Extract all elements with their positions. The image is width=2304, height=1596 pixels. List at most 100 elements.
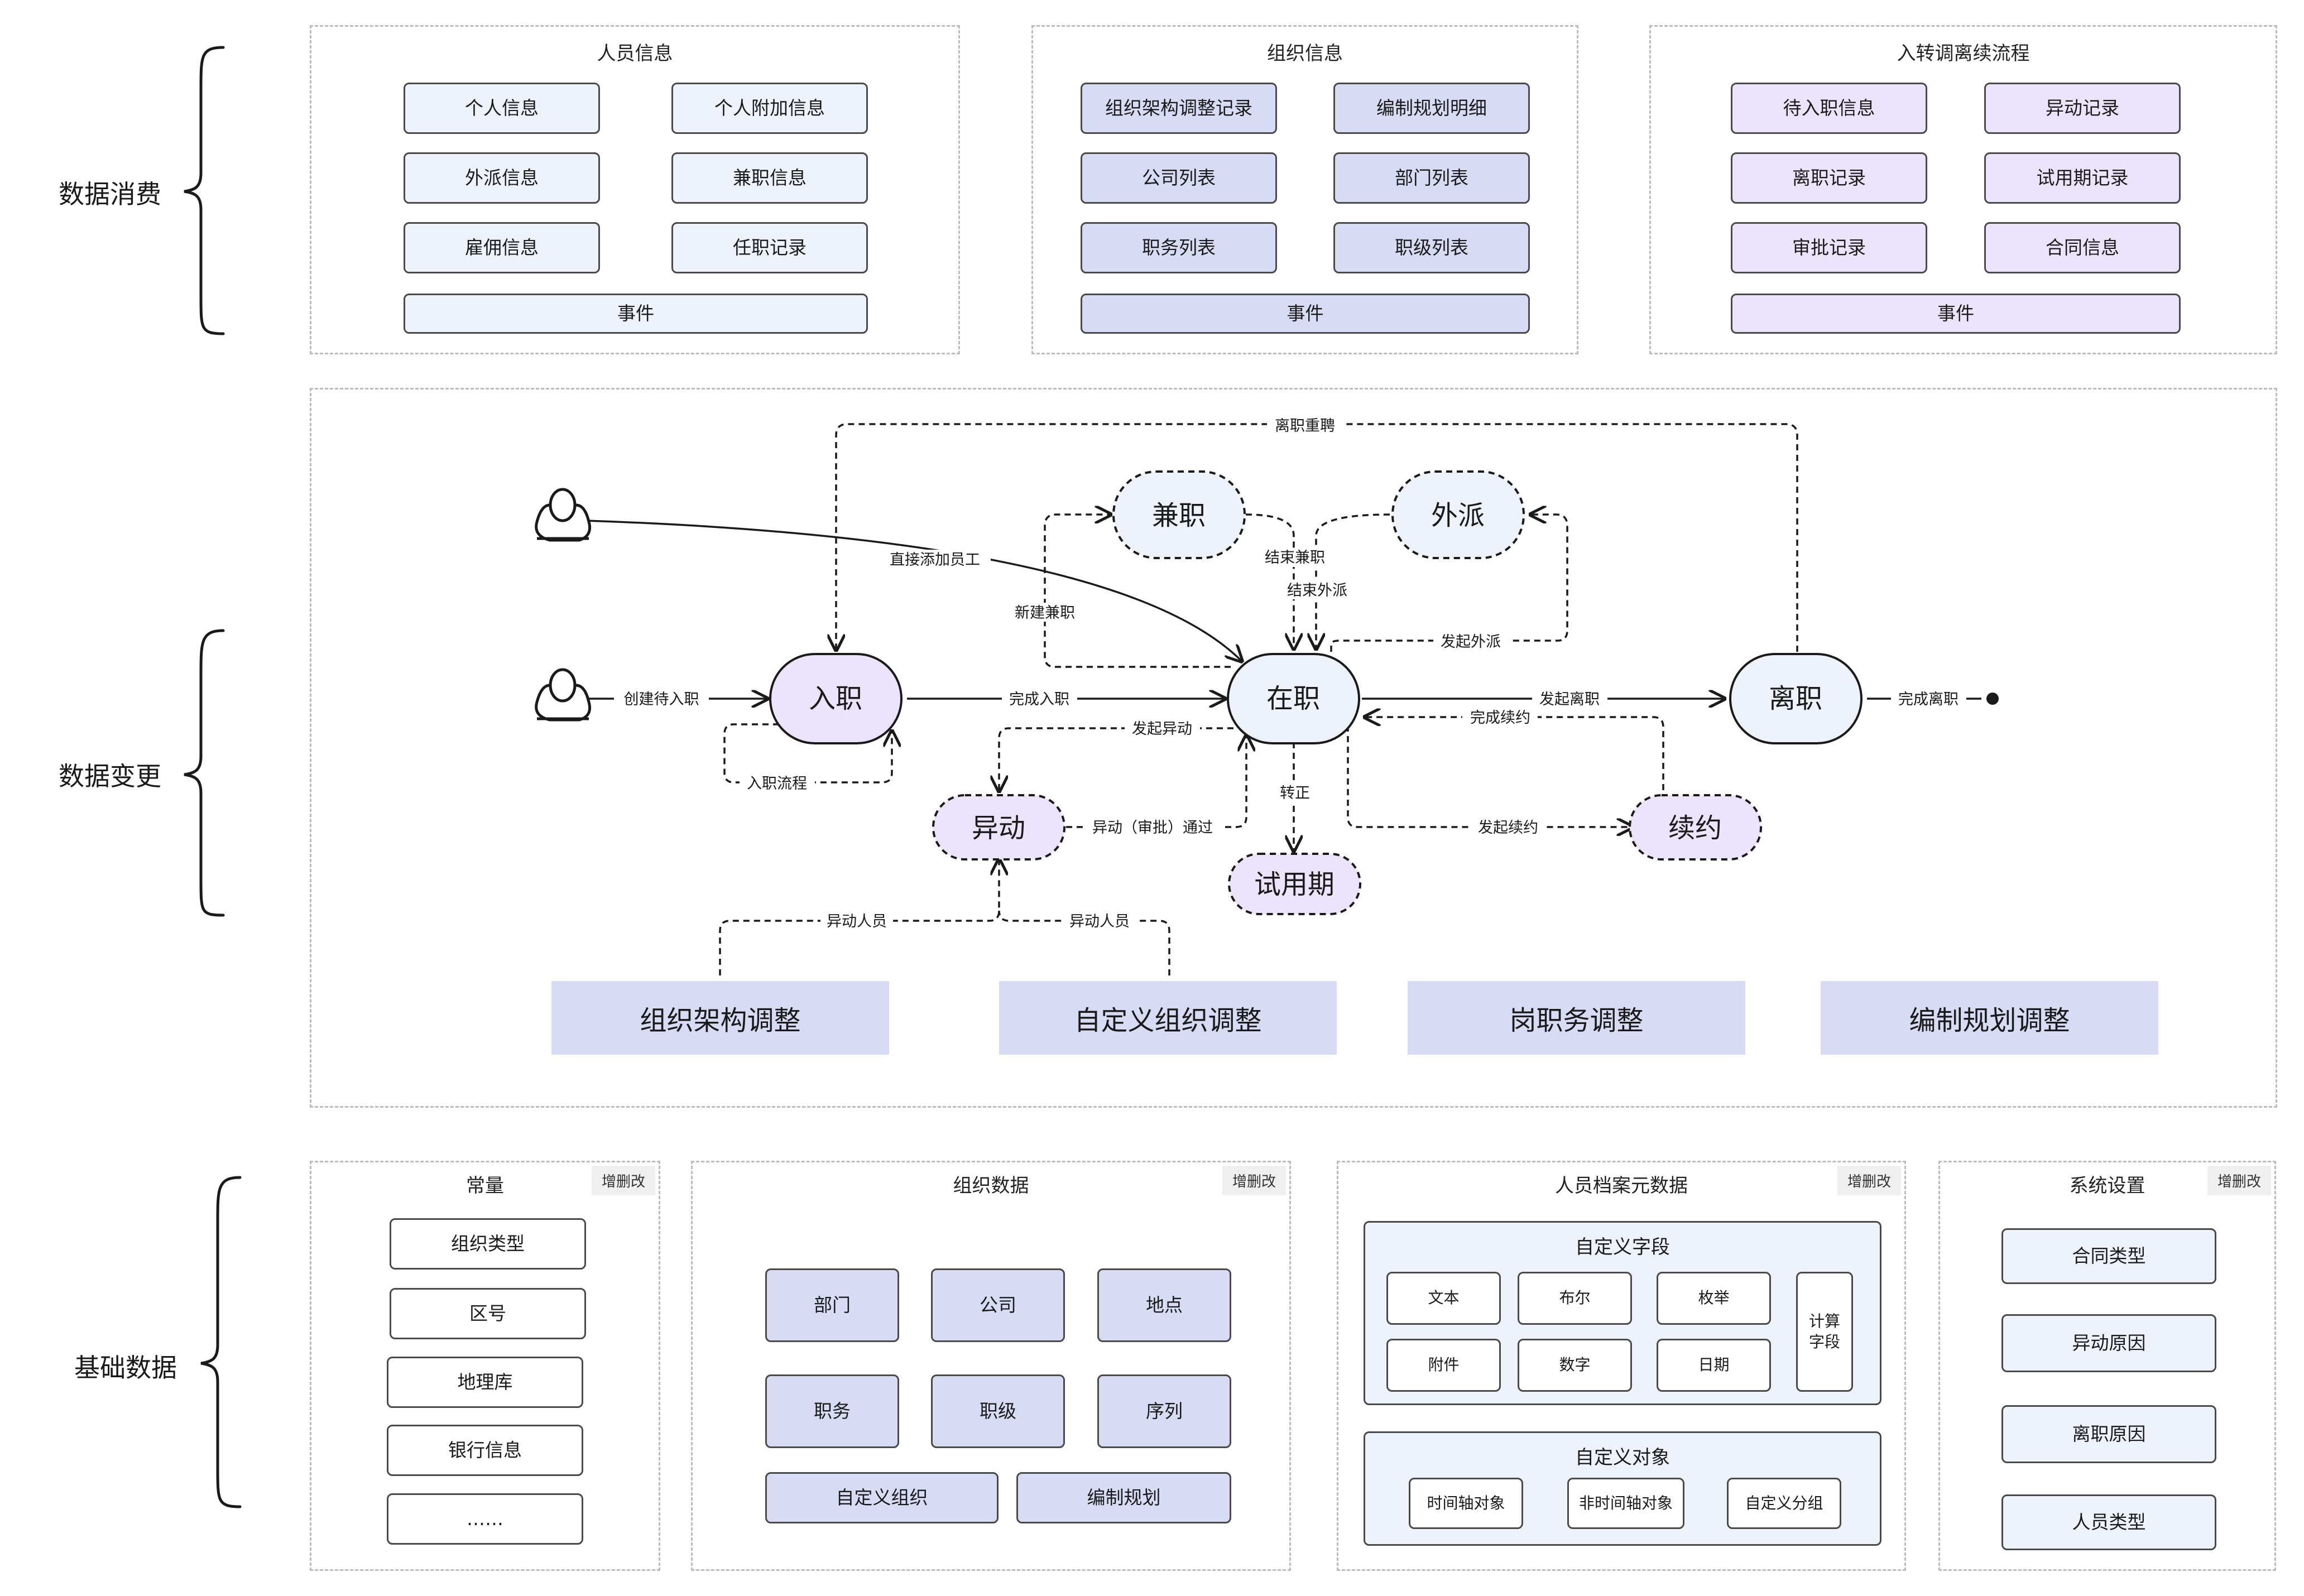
state-transfer	[932, 794, 1065, 861]
item-headcount-plan[interactable]: 编制规划	[1016, 1472, 1231, 1523]
label-complete-renew: 完成续约	[1470, 709, 1530, 727]
item-leave-record[interactable]: 离职记录	[1731, 152, 1927, 204]
crud-tag[interactable]: 增删改	[1222, 1166, 1286, 1195]
item-geo-lib[interactable]: 地理库	[387, 1357, 583, 1408]
field-calculated[interactable]: 计算 字段	[1796, 1272, 1853, 1392]
panel-title: 组织数据	[953, 1175, 1029, 1197]
label-new-parttime: 新建兼职	[1015, 604, 1075, 622]
item-bank-info[interactable]: 银行信息	[387, 1425, 583, 1476]
group-custom-fields: 自定义字段 文本 布尔 枚举 附件 数字 日期 计算 字段	[1364, 1221, 1881, 1405]
item-pending-onboard[interactable]: 待入职信息	[1731, 83, 1927, 134]
field-attachment[interactable]: 附件	[1386, 1339, 1501, 1392]
item-leave-reason[interactable]: 离职原因	[2001, 1405, 2216, 1463]
item-transfer-record[interactable]: 异动记录	[1984, 83, 2181, 134]
object-non-timeline[interactable]: 非时间轴对象	[1567, 1478, 1684, 1529]
panel-title: 人员档案元数据	[1555, 1175, 1688, 1197]
item-parttime-info[interactable]: 兼职信息	[671, 152, 868, 204]
edge-transfer-person-left	[719, 859, 999, 975]
item-org-type[interactable]: 组织类型	[390, 1218, 586, 1270]
label-direct-add: 直接添加员工	[890, 551, 980, 569]
label-end-parttime: 结束兼职	[1265, 549, 1325, 566]
state-label-active: 在职	[1266, 683, 1320, 714]
item-sequence[interactable]: 序列	[1097, 1374, 1231, 1448]
state-label-probation: 试用期	[1254, 869, 1335, 900]
label-complete-leave: 完成离职	[1898, 691, 1959, 708]
adjust-position-duty[interactable]: 岗职务调整	[1408, 981, 1745, 1055]
adjust-org-structure[interactable]: 组织架构调整	[551, 981, 889, 1055]
item-org-adjust-record[interactable]: 组织架构调整记录	[1081, 83, 1277, 134]
label-rehire: 离职重聘	[1275, 417, 1335, 435]
edge-new-parttime	[1044, 515, 1231, 668]
field-number[interactable]: 数字	[1518, 1339, 1632, 1392]
panel-settings: 系统设置 增删改 合同类型 异动原因 离职原因 人员类型	[1938, 1161, 2276, 1571]
item-event[interactable]: 事件	[404, 294, 868, 334]
item-duty[interactable]: 职务	[765, 1374, 899, 1448]
adjust-custom-org[interactable]: 自定义组织调整	[999, 981, 1337, 1055]
state-onboard	[769, 653, 903, 744]
item-rank-list[interactable]: 职级列表	[1333, 222, 1530, 273]
edge-complete-renew	[1365, 717, 1664, 801]
edge-start-renew	[1347, 725, 1633, 827]
item-contract-type[interactable]: 合同类型	[2001, 1228, 2216, 1284]
item-headcount-detail[interactable]: 编制规划明细	[1333, 83, 1530, 134]
layer-label-base: 基础数据	[74, 1353, 177, 1383]
label-complete-onboard: 完成入职	[1009, 691, 1069, 708]
state-leave	[1729, 653, 1863, 744]
item-department-list[interactable]: 部门列表	[1333, 152, 1530, 204]
crud-tag[interactable]: 增删改	[1837, 1166, 1901, 1195]
item-more[interactable]: ……	[387, 1493, 583, 1545]
state-dispatch	[1391, 470, 1525, 559]
object-timeline[interactable]: 时间轴对象	[1409, 1478, 1523, 1529]
adjust-headcount-plan[interactable]: 编制规划调整	[1821, 981, 2158, 1055]
state-label-transfer: 异动	[972, 813, 1025, 844]
item-custom-org[interactable]: 自定义组织	[765, 1472, 999, 1523]
label-onboard-flow: 入职流程	[747, 775, 807, 792]
item-company-list[interactable]: 公司列表	[1081, 152, 1277, 204]
panel-title: 组织信息	[1267, 42, 1343, 65]
crud-tag[interactable]: 增删改	[591, 1166, 655, 1195]
item-duty-list[interactable]: 职务列表	[1081, 222, 1277, 273]
end-dot	[1986, 693, 1999, 705]
field-date[interactable]: 日期	[1657, 1339, 1771, 1392]
item-personnel-type[interactable]: 人员类型	[2001, 1494, 2216, 1550]
item-location[interactable]: 地点	[1097, 1268, 1231, 1342]
item-contract-info[interactable]: 合同信息	[1984, 222, 2181, 273]
item-probation-record[interactable]: 试用期记录	[1984, 152, 2181, 204]
panel-title: 系统设置	[2069, 1175, 2145, 1197]
label-transfer-person-right: 异动人员	[1069, 913, 1130, 930]
item-rank[interactable]: 职级	[931, 1374, 1065, 1448]
panel-flow-info: 入转调离续流程 待入职信息 异动记录 离职记录 试用期记录 审批记录 合同信息 …	[1649, 25, 2277, 354]
item-position-record[interactable]: 任职记录	[671, 222, 868, 273]
crud-tag[interactable]: 增删改	[2207, 1166, 2271, 1195]
item-event[interactable]: 事件	[1731, 294, 2181, 334]
object-custom-group[interactable]: 自定义分组	[1727, 1478, 1841, 1529]
item-personal-info[interactable]: 个人信息	[404, 83, 600, 134]
label-end-dispatch: 结束外派	[1287, 582, 1347, 599]
layer-label-consumption: 数据消费	[59, 179, 161, 209]
state-active	[1227, 653, 1360, 744]
panel-org-info: 组织信息 组织架构调整记录 编制规划明细 公司列表 部门列表 职务列表 职级列表…	[1031, 25, 1578, 354]
label-regularize: 转正	[1280, 785, 1310, 802]
item-area-code[interactable]: 区号	[390, 1288, 586, 1339]
field-text[interactable]: 文本	[1386, 1272, 1501, 1325]
person-icon	[535, 488, 592, 542]
item-employment-info[interactable]: 雇佣信息	[404, 222, 600, 273]
field-enum[interactable]: 枚举	[1657, 1272, 1771, 1325]
panel-title: 人员信息	[597, 42, 673, 65]
panel-title: 常量	[466, 1175, 504, 1197]
item-transfer-reason[interactable]: 异动原因	[2001, 1314, 2216, 1372]
state-label-onboard: 入职	[809, 683, 862, 714]
label-start-transfer: 发起异动	[1132, 720, 1192, 738]
brace-base	[200, 1176, 242, 1508]
item-approval-record[interactable]: 审批记录	[1731, 222, 1927, 273]
item-personal-extra[interactable]: 个人附加信息	[671, 83, 868, 134]
field-bool[interactable]: 布尔	[1518, 1272, 1632, 1325]
label-transfer-approved: 异动（审批）通过	[1092, 819, 1213, 837]
item-department[interactable]: 部门	[765, 1268, 899, 1342]
item-dispatch-info[interactable]: 外派信息	[404, 152, 600, 204]
edge-end-parttime	[1245, 513, 1294, 649]
item-company[interactable]: 公司	[931, 1268, 1065, 1342]
item-event[interactable]: 事件	[1081, 294, 1530, 334]
